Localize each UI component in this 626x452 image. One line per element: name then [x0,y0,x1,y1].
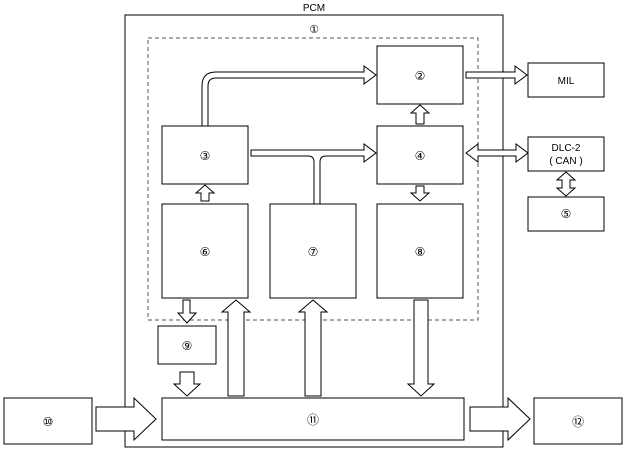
block-12-label: ⑫ [572,415,584,429]
pcm-frame [124,14,504,448]
block-5-label: ⑤ [561,207,572,221]
dlc-box [527,136,605,172]
block-11 [161,397,465,441]
block-3-label: ③ [200,149,211,163]
mil-label: MIL [558,76,575,87]
arrow-6-to-9 [176,299,198,324]
pcm-label: PCM [303,3,325,14]
block-4 [376,125,464,185]
arrow-4-dlc [465,143,529,163]
block-9 [157,325,217,365]
arrow-9-to-11 [172,371,202,397]
block-7 [269,203,357,299]
arrow-3-to-2 [201,65,377,127]
arrow-3-to-4 [250,143,377,205]
arrow-4-to-2 [409,104,431,125]
boundary-label: ① [309,24,319,36]
block-10-label: ⑩ [43,415,54,429]
dlc-label-line1: DLC-2 [552,143,581,154]
block-6 [161,203,249,299]
block-9-label: ⑨ [182,339,193,353]
block-2 [376,45,464,105]
arrow-11-to-12 [469,396,531,442]
arrow-dlc-5 [555,171,577,197]
arrow-10-to-11 [95,396,157,442]
arrow-4-to-8 [409,185,431,202]
block-8 [376,203,464,299]
arrow-8-to-11 [406,299,436,397]
block-11-label: ⑪ [307,413,319,427]
block-7-label: ⑦ [308,245,319,259]
arrow-11-to-6 [220,299,252,397]
block-8-label: ⑧ [415,245,426,259]
block-5 [527,196,605,232]
block-3 [161,125,249,185]
block-4-label: ④ [415,149,426,163]
arrow-6-to-3 [194,184,216,202]
arrow-11-to-7 [297,299,329,397]
block-6-label: ⑥ [200,245,211,259]
mil-box [527,62,605,98]
dlc-label-line2: ( CAN ) [549,156,582,167]
block-12 [533,397,623,445]
block-10 [3,397,93,445]
block-2-label: ② [415,69,426,83]
arrow-2-to-mil [465,65,528,85]
